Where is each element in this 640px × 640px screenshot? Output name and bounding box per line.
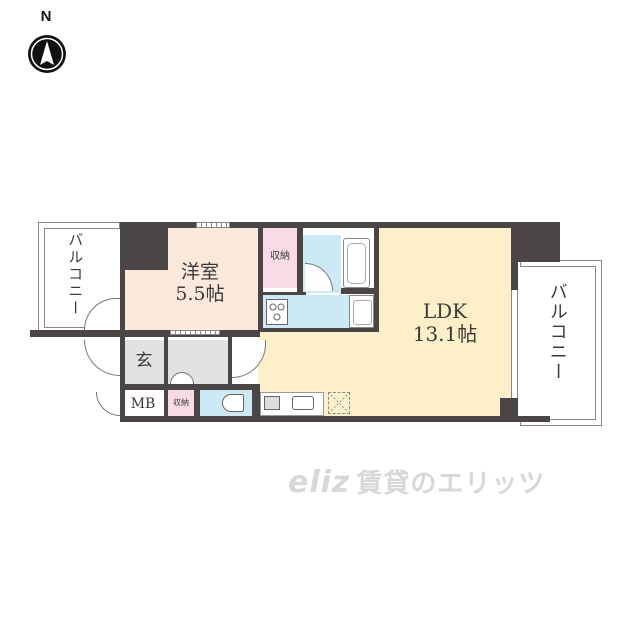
wall-entry-split (164, 337, 168, 419)
wall-bedroom-right (258, 228, 263, 332)
mb-door[interactable] (96, 392, 120, 416)
wall-bedroom-bottom (30, 330, 260, 337)
western-room-size: 5.5帖 (175, 282, 225, 305)
wall-storage-right (297, 228, 303, 292)
western-room-label: 洋室 5.5帖 (150, 261, 250, 306)
western-room-name: 洋室 (180, 261, 219, 283)
pillar-top-left (120, 222, 168, 270)
cooktop-icon (264, 396, 280, 410)
wall-toilet-right (252, 384, 260, 418)
watermark-text: 賃貸のエリッツ (356, 469, 546, 499)
storage-bedroom-label: 収納 (270, 251, 290, 262)
toilet-icon (222, 394, 244, 412)
wall-bath-mid (341, 288, 379, 294)
wall-top (120, 222, 560, 228)
wall-bottom (120, 416, 550, 422)
stove-icon (266, 299, 288, 325)
ldk-label: LDK 13.1帖 (395, 300, 495, 346)
entrance-label: 玄 (135, 351, 153, 371)
bathtub-icon (343, 238, 370, 288)
window-bedroom-top (196, 222, 230, 228)
storage-entry-label: 収納 (173, 398, 189, 407)
meter-box (124, 392, 162, 418)
wall-right-bottom-pillar (500, 398, 518, 420)
fridge-space-icon (328, 392, 350, 414)
wall-right-pillar (511, 222, 560, 262)
ldk-size: 13.1帖 (412, 322, 478, 346)
wall-left (120, 222, 125, 422)
storage-entry (168, 390, 194, 418)
storage-bedroom (263, 228, 297, 288)
wall-bath-bottom (258, 292, 306, 295)
meter-box-label: MB (130, 396, 156, 412)
entrance (124, 340, 164, 384)
balcony-right-inner (520, 266, 596, 420)
window-bedroom-bottom (170, 330, 220, 335)
small-sink-icon (292, 396, 314, 410)
entrance-door[interactable] (84, 340, 120, 376)
wall-entry-mid (120, 384, 260, 390)
watermark-mark: eliz (288, 465, 351, 500)
ldk-name: LDK (422, 299, 468, 323)
sink-icon (349, 295, 374, 328)
north-label: N (40, 8, 52, 25)
balcony-right-label: バルコニー (546, 282, 568, 382)
wall-kitchen-bottom (258, 328, 379, 332)
wall-bath-right (374, 228, 379, 332)
wall-storage-entry-right (194, 384, 200, 418)
balcony-left-label: バルコニー (66, 232, 85, 317)
wall-hall-right (228, 337, 232, 387)
window-ldk-right (511, 290, 518, 398)
north-arrow-icon (27, 34, 67, 74)
